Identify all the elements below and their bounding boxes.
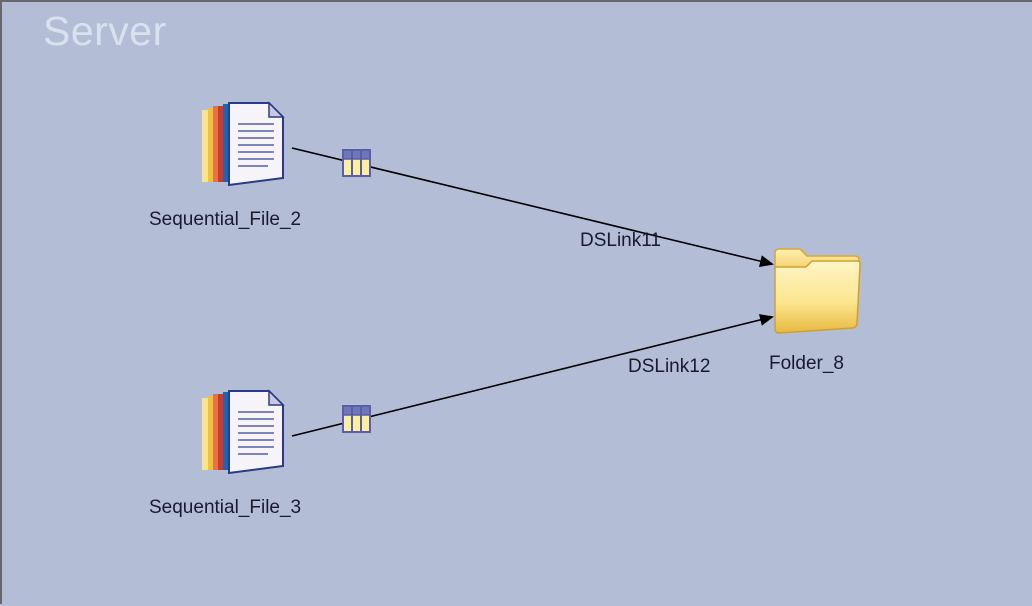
sequential-file-icon (202, 389, 285, 475)
folder-icon (774, 248, 861, 334)
stage-label: Sequential_File_3 (149, 497, 302, 518)
link-line-dslink12[interactable] (291, 314, 774, 437)
stage-folder-8[interactable] (772, 245, 864, 342)
stage-sequential-file-3[interactable] (198, 388, 288, 483)
link-label-dslink12[interactable]: DSLink12 (628, 356, 711, 377)
link-table-icon[interactable] (342, 149, 372, 182)
link-table-icon[interactable] (342, 405, 372, 438)
stage-label: Sequential_File_2 (149, 209, 302, 230)
sequential-file-icon (202, 101, 285, 187)
stage-sequential-file-2[interactable] (198, 100, 288, 195)
stage-label: Folder_8 (769, 353, 844, 374)
container-label: Server (43, 8, 167, 54)
link-line-dslink11[interactable] (291, 147, 774, 268)
link-label-dslink11[interactable]: DSLink11 (580, 230, 661, 251)
